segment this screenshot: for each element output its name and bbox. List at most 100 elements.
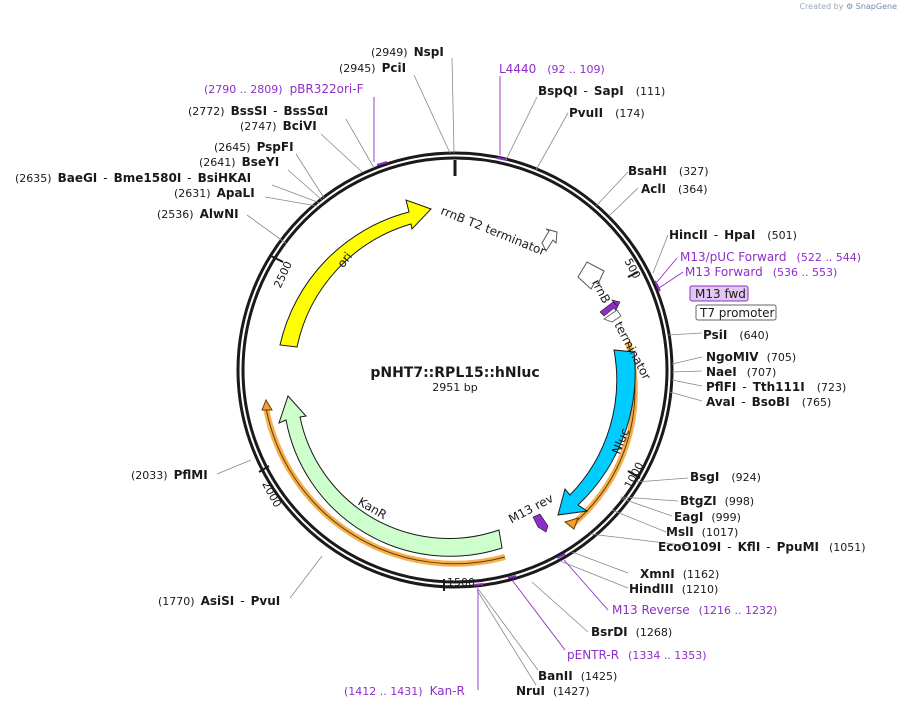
- xmni-leader: [571, 551, 629, 574]
- site-bspqi-pos: (111): [636, 85, 666, 98]
- site-kan-r-pos: (1412 .. 1431): [344, 685, 423, 698]
- naei-leader: [671, 370, 703, 373]
- site-bspqi-alt: SapI: [594, 84, 624, 98]
- site-ngomiv-pos: (705): [767, 351, 797, 364]
- m13-fwd-callout-box: [689, 285, 749, 302]
- site-banii: BanII (1425): [538, 669, 617, 683]
- site-hindiii-pos: (1210): [682, 583, 719, 596]
- site-xmni-name: XmnI: [640, 567, 675, 581]
- site-msli: MslI(1017): [666, 525, 738, 539]
- site-banii-name: BanII: [538, 669, 573, 683]
- site-hindiii-name: HindIII: [629, 582, 674, 596]
- site-baegi-name: BaeGI: [58, 171, 98, 185]
- site-baegi-alt: Bme1580I: [114, 171, 182, 185]
- site-bseyi-name: BseYI: [242, 155, 280, 169]
- tick-label-1500: 1500: [447, 576, 475, 589]
- site-bcivi-pos: (2747): [240, 120, 277, 133]
- site-ecoo109i: EcoO109I-KflI-PpuMI(1051): [658, 540, 866, 554]
- apali-leader: [264, 196, 318, 207]
- site-ecoo109i-alt2: PpuMI: [777, 540, 819, 554]
- pflfi-leader: [671, 379, 703, 387]
- site-acli: AclI(364): [641, 182, 708, 196]
- site-kan-r-name: Kan-R: [430, 684, 465, 698]
- site-l4440-pos: (92 .. 109): [547, 63, 605, 76]
- plasmid-length: 2951 bp: [432, 381, 477, 394]
- tick-label-2500: 2500: [271, 259, 295, 290]
- site-m13-reverse-pos: (1216 .. 1232): [699, 604, 778, 617]
- site-pentr-r-name: pENTR-R: [567, 648, 619, 662]
- scale-ticks: [258, 255, 641, 591]
- site-bsgi-pos: (924): [731, 471, 761, 484]
- tick-2500: [270, 255, 284, 263]
- snapgene-logo: ⚙: [846, 2, 854, 11]
- m13-rev-label: M13 rev: [506, 491, 555, 526]
- alwni-leader: [246, 214, 288, 245]
- site-acli-name: AclI: [641, 182, 666, 196]
- tick-label-1000: 1000: [622, 460, 647, 491]
- baegi-leader: [271, 184, 321, 204]
- site-xmni-pos: (1162): [683, 568, 720, 581]
- avai-leader: [669, 391, 703, 402]
- site-asisi: (1770)AsiSI-PvuI: [158, 594, 280, 608]
- site-btgzi-pos: (998): [725, 495, 755, 508]
- site-psii-name: PsiI: [703, 328, 727, 342]
- btgzi-leader: [620, 496, 679, 502]
- site-pflmi: (2033)PflMI: [131, 468, 208, 482]
- m13-pucfwd-leader: [656, 257, 678, 283]
- site-pentr-r: pENTR-R(1334 .. 1353): [567, 648, 707, 662]
- m13-reverse-leader: [563, 559, 609, 611]
- site-pspfi-pos: (2645): [214, 141, 251, 154]
- nluc-feature-arrow: [557, 349, 636, 516]
- tick-label-2000: 2000: [259, 479, 284, 510]
- m13-reverse-mark: [556, 553, 566, 559]
- bseyi-leader: [287, 169, 323, 201]
- site-l4440: L4440(92 .. 109): [499, 62, 605, 76]
- site-baegi-alt2: BsiHKAI: [198, 171, 252, 185]
- bsahi-leader: [595, 171, 629, 207]
- site-pspfi: (2645)PspFI: [214, 140, 294, 154]
- site-m13-reverse-name: M13 Reverse: [612, 603, 690, 617]
- m13-fwd-callout-label: M13 fwd: [695, 287, 746, 301]
- site-kan-r: (1412 .. 1431) Kan-R: [344, 684, 465, 698]
- site-btgzi-name: BtgZI: [680, 494, 717, 508]
- pentr-r-mark: [507, 575, 517, 579]
- msli-leader: [611, 509, 667, 533]
- site-pflfi-pos: (723): [817, 381, 847, 394]
- rrnb-t1-terminator-shape: [577, 261, 605, 290]
- site-eagi-pos: (999): [711, 511, 741, 524]
- site-bspqi: BspQI-SapI(111): [538, 84, 665, 98]
- site-bsgi: BsgI (924): [690, 470, 761, 484]
- bcivi-leader: [320, 133, 363, 173]
- site-eagi: EagI(999): [674, 510, 741, 524]
- site-pflmi-name: PflMI: [174, 468, 208, 482]
- rrnb-t2-terminator-shape: [541, 228, 558, 253]
- site-pcii-pos: (2945): [339, 62, 376, 75]
- pentr-r-leader: [511, 579, 566, 651]
- site-ecoo109i-name: EcoO109I: [658, 540, 721, 554]
- site-bsahi-name: BsaHI: [628, 164, 667, 178]
- nluc-orf-arrowhead: [563, 517, 579, 530]
- tick-label-500: 500: [622, 256, 643, 281]
- site-bsahi-pos: (327): [679, 165, 709, 178]
- site-m13-forward-name: M13 Forward: [685, 265, 763, 279]
- site-pvuii-name: PvuII: [569, 106, 603, 120]
- site-pcii: (2945)PciI: [339, 61, 406, 75]
- site-alwni-name: AlwNI: [200, 207, 239, 221]
- plasmid-backbone: [236, 151, 674, 589]
- site-avai-pos: (765): [802, 396, 832, 409]
- site-bsgi-name: BsgI: [690, 470, 719, 484]
- site-ngomiv-name: NgoMIV: [706, 350, 759, 364]
- tick-2000: [258, 465, 270, 473]
- site-banii-pos: (1425): [581, 670, 618, 683]
- site-avai-name: AvaI: [706, 395, 735, 409]
- pvuii-leader: [535, 112, 569, 171]
- site-bsrdi: BsrDI(1268): [591, 625, 672, 639]
- site-pvuii-pos: (174): [615, 107, 645, 120]
- plasmid-name: pNHT7::RPL15::hNluc: [370, 365, 539, 381]
- site-m13-forward-pos: (536 .. 553): [773, 266, 838, 279]
- ori-feature-arrow: [279, 199, 432, 348]
- site-bsssi-pos: (2772): [188, 105, 225, 118]
- nrui-leader: [476, 589, 537, 686]
- t7-promoter-callout-label: T7 promoter: [699, 306, 775, 320]
- site-naei-pos: (707): [747, 366, 777, 379]
